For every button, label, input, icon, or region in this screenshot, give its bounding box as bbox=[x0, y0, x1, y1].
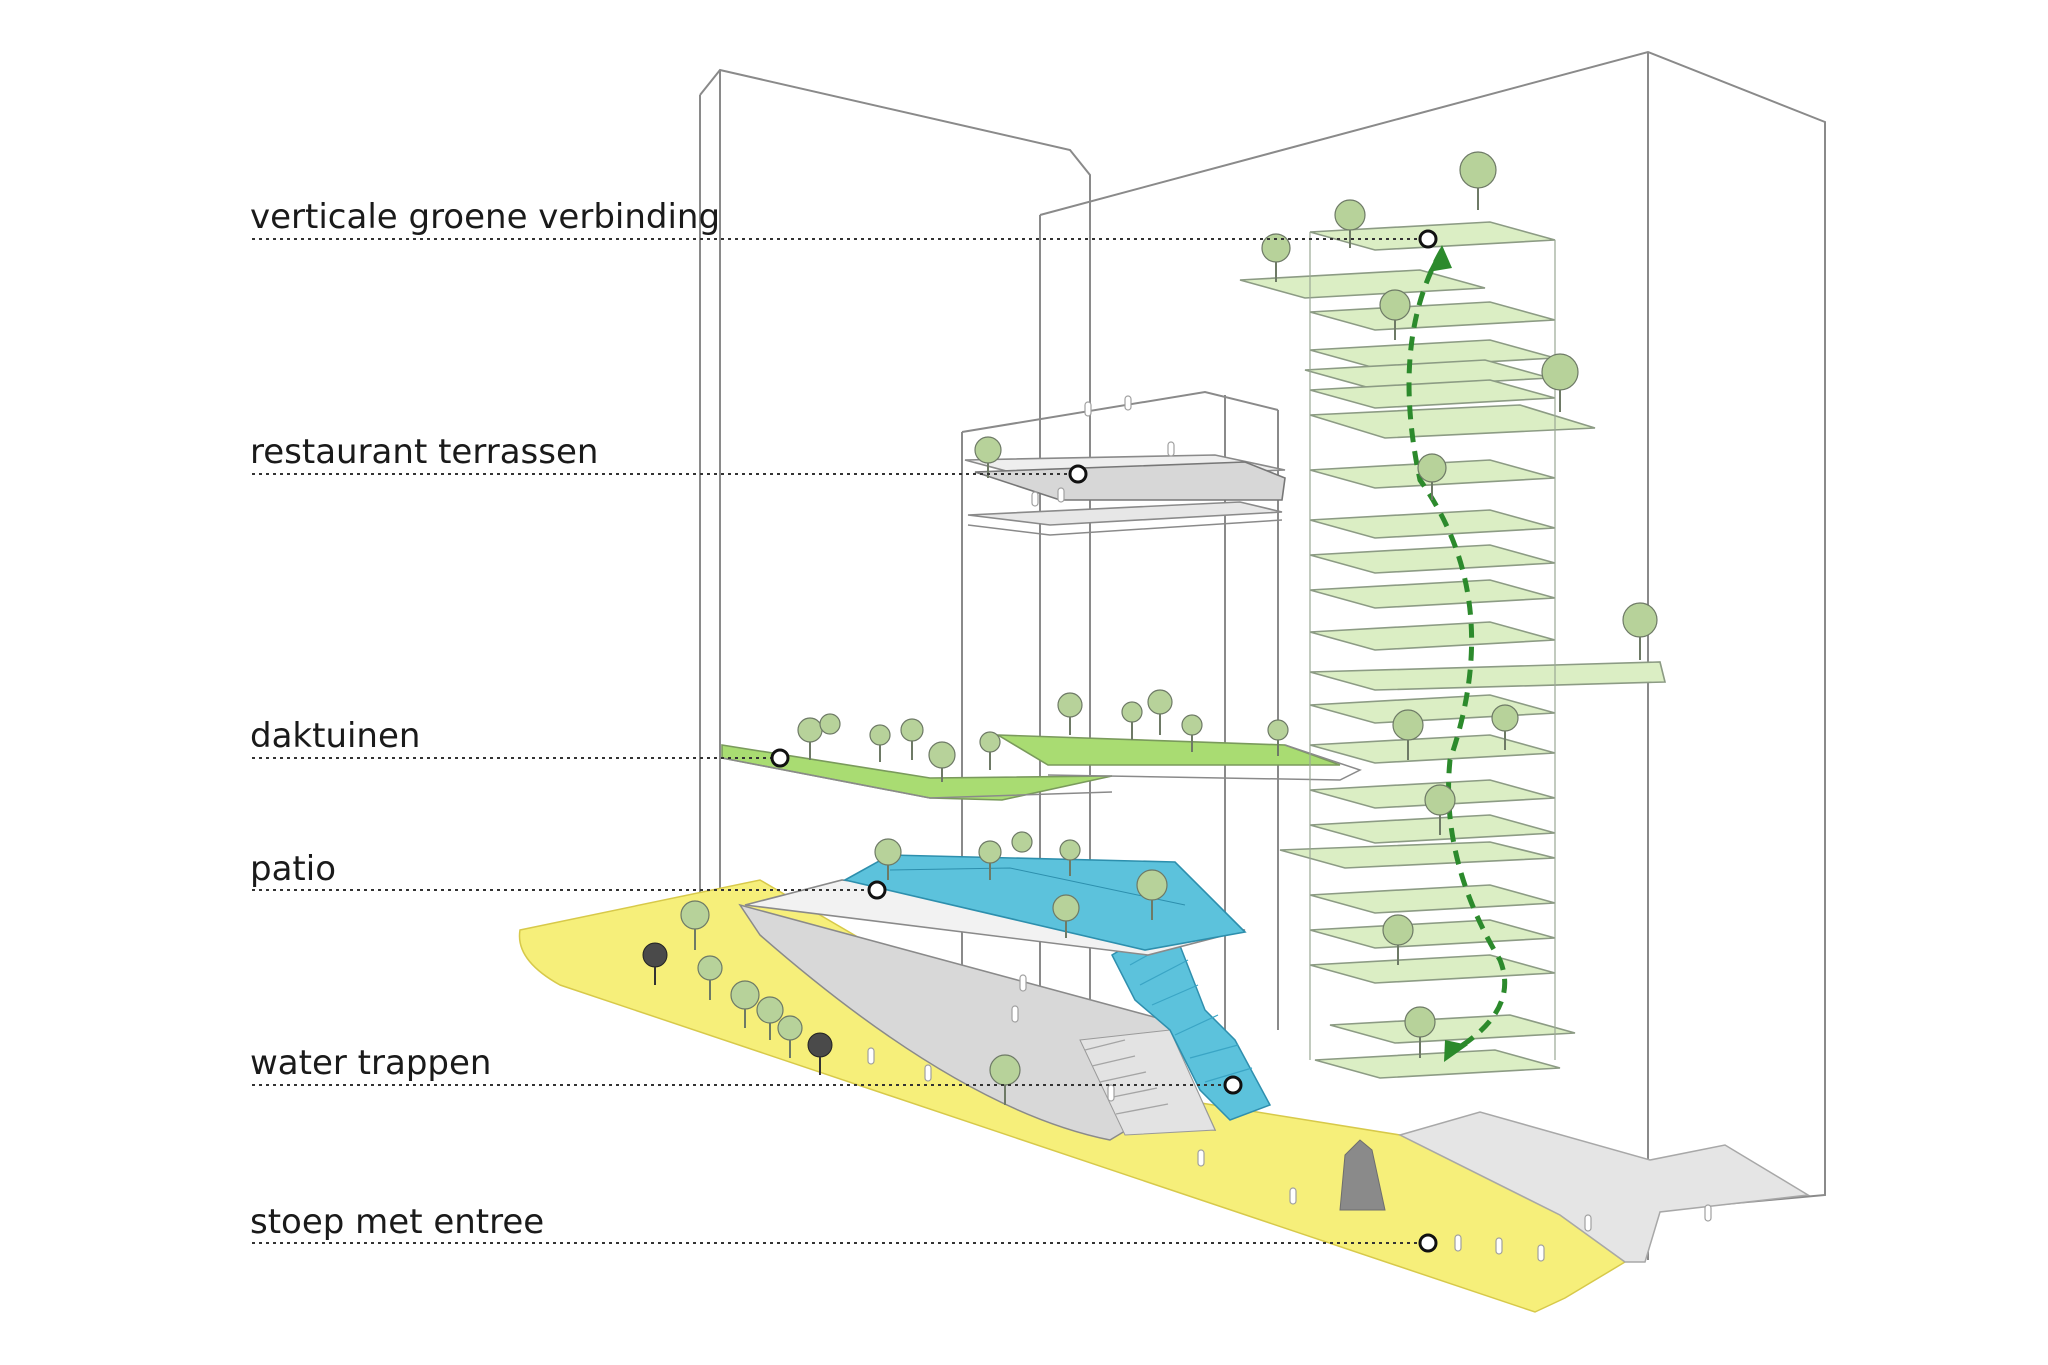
people-figures bbox=[867, 395, 1712, 1262]
marker-sidewalk bbox=[1418, 1233, 1438, 1253]
marker-vertical-green bbox=[1418, 229, 1438, 249]
roof-gardens bbox=[721, 734, 1362, 801]
callout-patio bbox=[252, 880, 887, 900]
marker-patio bbox=[867, 880, 887, 900]
callout-water-stairs bbox=[252, 1075, 1243, 1095]
label-vertical-green: verticale groene verbinding bbox=[250, 197, 720, 237]
dark-trees bbox=[642, 942, 833, 1075]
vertical-connection-arrow bbox=[1406, 245, 1508, 1062]
label-roof-gardens: daktuinen bbox=[250, 716, 420, 756]
callout-restaurant-terraces bbox=[252, 464, 1088, 484]
callout-vertical-green bbox=[252, 229, 1438, 249]
restaurant-terraces bbox=[964, 454, 1286, 536]
trees bbox=[680, 151, 1658, 1105]
marker-restaurant-terraces bbox=[1068, 464, 1088, 484]
label-restaurant-terraces: restaurant terrassen bbox=[250, 432, 598, 472]
label-patio: patio bbox=[250, 849, 336, 889]
label-water-stairs: water trappen bbox=[250, 1043, 491, 1083]
label-sidewalk-entrance: stoep met entree bbox=[250, 1202, 544, 1242]
callout-roof-gardens bbox=[252, 748, 790, 768]
callout-sidewalk bbox=[252, 1233, 1438, 1253]
vertical-green-slabs bbox=[1239, 221, 1667, 1079]
marker-water-stairs bbox=[1223, 1075, 1243, 1095]
water-stairs-group bbox=[738, 903, 1272, 1141]
marker-roof-gardens bbox=[770, 748, 790, 768]
